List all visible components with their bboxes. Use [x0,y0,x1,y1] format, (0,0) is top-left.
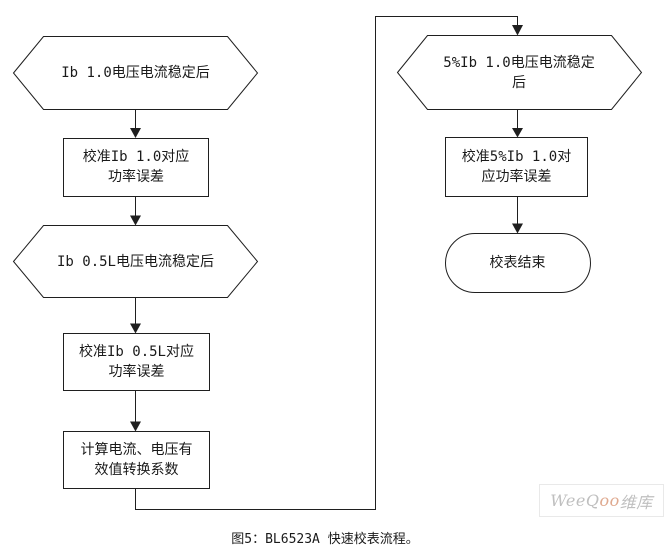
connector-loop-line [135,16,518,510]
watermark-text-orange: oo [599,491,620,510]
rect-calc-rms-shape [63,431,210,489]
arrow-hex-5pct-to-cal-head-icon [512,128,523,138]
rect-cal-5pct-ib10-shape [445,137,588,197]
hexagon-ib10-shape [12,36,259,110]
arrow-cal-ib10-to-hex-ib05l-head-icon [130,215,141,226]
arrow-cal-ib05l-to-calc-head-icon [130,421,141,432]
figure-caption: 图5：BL6523A 快速校表流程。 [231,532,419,547]
rect-cal-ib10-shape [63,138,209,197]
rect-cal-ib05l-shape [63,333,210,391]
arrow-hex-ib05l-to-cal-head-icon [130,323,141,334]
watermark-text-left: WeeQ [550,491,600,510]
watermark-text-right: 维库 [619,492,653,512]
hexagon-5pct-ib10-shape [396,35,643,110]
terminal-end-shape [445,233,591,293]
arrow-cal-5pct-to-end-head-icon [512,223,523,234]
arrow-hex-ib10-to-cal-head-icon [130,128,141,138]
connector-loop-arrowhead-icon [512,25,523,36]
hexagon-ib05l-shape [12,225,259,298]
